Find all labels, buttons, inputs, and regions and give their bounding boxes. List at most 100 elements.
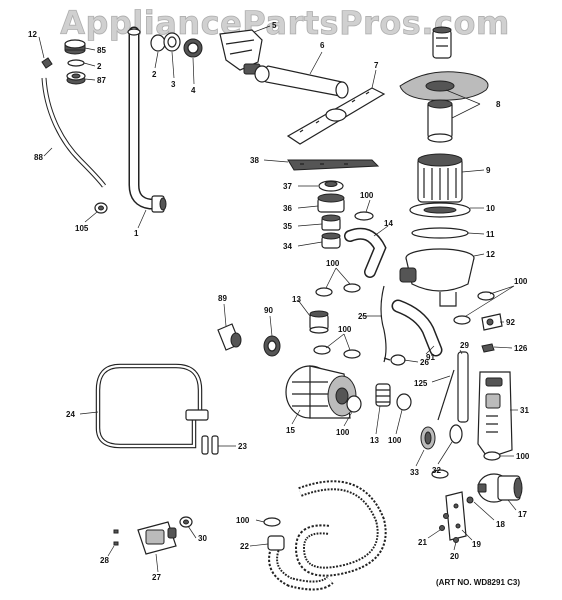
callout-89: 89 [218, 294, 227, 303]
part-coupler-13-b[interactable] [375, 383, 391, 407]
part-terminal-23[interactable] [201, 435, 219, 455]
part-hub-37[interactable] [318, 180, 344, 192]
part-filter-cover-8[interactable] [399, 71, 489, 143]
callout-1: 1 [134, 229, 139, 238]
part-rod-125[interactable] [437, 369, 455, 421]
part-filter-9[interactable] [417, 153, 463, 203]
callout-28: 28 [100, 556, 109, 565]
part-water-valve-27[interactable] [137, 521, 177, 555]
part-nut-85[interactable] [64, 39, 86, 55]
part-gasket-2[interactable] [150, 34, 166, 52]
part-gasket-11[interactable] [411, 227, 469, 239]
part-upper-spray-arm-7[interactable] [286, 87, 386, 145]
callout-20: 20 [450, 552, 459, 561]
part-coupler-35[interactable] [321, 214, 341, 231]
part-clamp-100-a[interactable] [354, 211, 374, 221]
callout-100-d: 100 [338, 325, 352, 334]
part-heating-element-24[interactable] [95, 363, 209, 449]
part-fitting-30[interactable] [179, 516, 193, 528]
callout-22: 22 [240, 542, 249, 551]
callout-34: 34 [283, 242, 292, 251]
part-ring-32[interactable] [449, 424, 463, 444]
callout-100-g: 100 [516, 452, 530, 461]
callout-100-a: 100 [360, 191, 374, 200]
part-manifold-5[interactable] [219, 29, 263, 75]
callout-25: 25 [358, 312, 367, 321]
part-ring-10[interactable] [409, 202, 471, 218]
callout-7: 7 [374, 61, 379, 70]
part-connector-89[interactable] [217, 323, 242, 351]
part-spray-tube-6[interactable] [254, 65, 349, 99]
part-lower-spray-arm-38[interactable] [287, 159, 380, 171]
callout-31: 31 [520, 406, 529, 415]
callout-125: 125 [414, 379, 428, 388]
callout-26: 26 [420, 358, 429, 367]
part-hose-91[interactable] [391, 299, 443, 357]
callout-36: 36 [283, 204, 292, 213]
part-cap-top-8[interactable] [432, 26, 452, 59]
part-wire-25[interactable] [380, 285, 387, 363]
part-pump-motor-15[interactable] [285, 365, 357, 419]
part-valve-92[interactable] [481, 313, 503, 331]
callout-4: 4 [191, 86, 196, 95]
callout-100-h: 100 [236, 516, 250, 525]
callout-38: 38 [250, 156, 259, 165]
part-housing-31[interactable] [477, 371, 513, 459]
part-screws-28[interactable] [113, 529, 119, 546]
callout-32: 32 [432, 466, 441, 475]
callout-13-b: 13 [370, 436, 379, 445]
part-clamp-100-d[interactable] [313, 345, 361, 359]
part-clamp-100-g[interactable] [431, 451, 501, 479]
part-clamp-100-h[interactable] [263, 517, 281, 527]
callout-9: 9 [486, 166, 491, 175]
part-seal-3[interactable] [163, 32, 181, 52]
part-drain-hose-22[interactable] [267, 480, 387, 591]
part-tube-29[interactable] [457, 351, 469, 423]
part-clamp-100-e[interactable] [346, 395, 362, 413]
part-clip-126[interactable] [481, 343, 495, 353]
part-bracket-19[interactable] [445, 491, 467, 541]
part-screw-21[interactable] [439, 513, 449, 531]
callout-105: 105 [75, 224, 89, 233]
callout-11: 11 [486, 230, 495, 239]
part-drain-pump-17[interactable] [477, 473, 523, 503]
part-coupler-13-a[interactable] [309, 310, 329, 334]
part-clip-12[interactable] [41, 57, 53, 69]
callout-15: 15 [286, 426, 295, 435]
part-screw-20[interactable] [453, 537, 459, 543]
part-grommet-105[interactable] [94, 202, 108, 214]
callout-24: 24 [66, 410, 75, 419]
callout-35: 35 [283, 222, 292, 231]
part-inlet-87[interactable] [66, 71, 86, 85]
callout-100-c: 100 [514, 277, 528, 286]
part-screw-18[interactable] [466, 496, 474, 504]
callout-91: 91 [426, 353, 435, 362]
part-vent-hose-88[interactable] [41, 77, 106, 188]
part-ring-2[interactable] [67, 59, 85, 67]
part-filter-screen-33[interactable] [420, 426, 436, 450]
part-clamp-100-c[interactable] [343, 283, 361, 293]
callout-29: 29 [460, 341, 469, 350]
callout-88: 88 [34, 153, 43, 162]
part-clip-26[interactable] [383, 354, 406, 366]
callout-23: 23 [238, 442, 247, 451]
callout-18: 18 [496, 520, 505, 529]
part-drain-hose-14[interactable] [344, 227, 387, 278]
callout-90: 90 [264, 306, 273, 315]
part-supply-tube-1[interactable] [127, 26, 167, 213]
callout-85: 85 [97, 46, 106, 55]
callout-2: 2 [97, 62, 102, 71]
part-bearing-36[interactable] [317, 193, 345, 213]
callout-19: 19 [472, 540, 481, 549]
part-seal-4[interactable] [183, 38, 203, 58]
callout-3: 3 [171, 80, 176, 89]
callout-8: 8 [496, 100, 501, 109]
part-seal-90[interactable] [263, 335, 281, 357]
part-sump-12[interactable] [399, 248, 475, 307]
part-clamp-100-b[interactable] [315, 287, 333, 297]
part-clamp-100-f[interactable] [396, 393, 412, 411]
callout-100-b: 100 [326, 259, 340, 268]
part-clamp-100-92[interactable] [453, 291, 495, 325]
part-seal-34[interactable] [321, 232, 341, 249]
